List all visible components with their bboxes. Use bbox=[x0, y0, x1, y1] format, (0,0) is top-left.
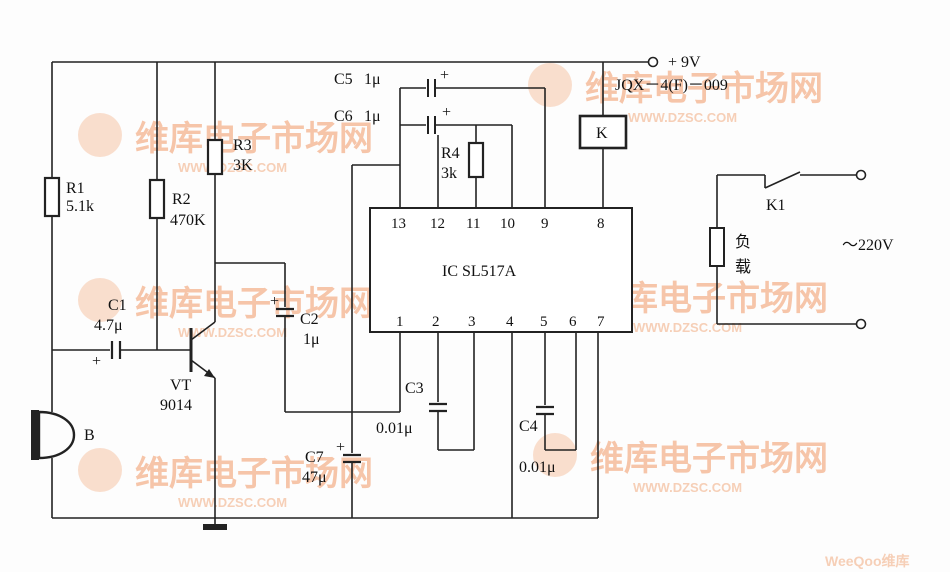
watermark-logo-icon bbox=[78, 448, 122, 492]
mic-label: B bbox=[84, 427, 95, 444]
watermark-cn-6: 维库电子市场网 bbox=[590, 439, 828, 479]
ic-pin-7: 7 bbox=[597, 314, 605, 330]
r3-name: R3 bbox=[233, 137, 252, 154]
c3-value: 0.01μ bbox=[376, 420, 413, 437]
c2-value: 1μ bbox=[303, 331, 320, 348]
ic-pin-13: 13 bbox=[391, 216, 406, 232]
vt-value: 9014 bbox=[160, 397, 192, 414]
c1-name: C1 bbox=[108, 297, 127, 314]
ground-icon bbox=[203, 524, 227, 530]
c4-value: 0.01μ bbox=[519, 459, 556, 476]
ic-label: IC SL517A bbox=[442, 263, 517, 280]
ic-pin-12: 12 bbox=[430, 216, 445, 232]
r4-resistor-icon bbox=[467, 141, 485, 179]
r1-name: R1 bbox=[66, 180, 85, 197]
c2-name: C2 bbox=[300, 311, 319, 328]
ic-pin-4: 4 bbox=[506, 314, 514, 330]
watermark-cn-2: 维库电子市场网 bbox=[585, 69, 823, 109]
c6-name: C6 bbox=[334, 108, 353, 125]
ic-body bbox=[369, 207, 633, 333]
r3-value: 3K bbox=[233, 157, 253, 174]
switch-label: K1 bbox=[766, 197, 786, 214]
watermark-cn-1: 维库电子市场网 bbox=[135, 119, 373, 159]
watermark-logo-icon bbox=[533, 433, 577, 477]
ic-pin-11: 11 bbox=[466, 216, 480, 232]
c7-value: 47μ bbox=[302, 469, 327, 486]
c5-value: 1μ bbox=[364, 71, 381, 88]
r4-value: 3k bbox=[441, 165, 457, 182]
mains-terminal-bottom-icon bbox=[855, 318, 867, 330]
supply-label: + 9V bbox=[668, 54, 701, 71]
load-label-1: 负 bbox=[735, 233, 751, 251]
mains-label: ～220V bbox=[842, 237, 894, 254]
microphone-icon bbox=[31, 410, 76, 460]
r2-value: 470K bbox=[170, 212, 206, 229]
watermark-cn-3: 维库电子市场网 bbox=[135, 284, 373, 324]
watermark-logo-icon bbox=[528, 63, 572, 107]
watermark-url-2: WWW.DZSC.COM bbox=[628, 110, 737, 125]
ic-pin-3: 3 bbox=[468, 314, 476, 330]
r1-value: 5.1k bbox=[66, 198, 94, 215]
watermark-url-6: WWW.DZSC.COM bbox=[633, 480, 742, 495]
relay-model: JQX－4(F)－009 bbox=[615, 77, 728, 94]
watermark-logo-icon bbox=[78, 113, 122, 157]
watermark-url-4: WWW.DZSC.COM bbox=[633, 320, 742, 335]
vt-name: VT bbox=[170, 377, 192, 394]
c6-polarity: + bbox=[442, 104, 451, 121]
ic-pin-5: 5 bbox=[540, 314, 548, 330]
load-icon bbox=[709, 227, 725, 267]
c3-name: C3 bbox=[405, 380, 424, 397]
ic-pin-9: 9 bbox=[541, 216, 549, 232]
c2-polarity: + bbox=[270, 293, 279, 310]
r4-name: R4 bbox=[441, 145, 460, 162]
watermark-url-5: WWW.DZSC.COM bbox=[178, 495, 287, 510]
r2-name: R2 bbox=[172, 191, 191, 208]
watermark-url-1: WWW.DZSC.COM bbox=[178, 160, 287, 175]
ic-pin-1: 1 bbox=[396, 314, 404, 330]
switch-k1-icon bbox=[764, 171, 801, 189]
mains-terminal-top-icon bbox=[855, 169, 867, 181]
ic-pin-2: 2 bbox=[432, 314, 440, 330]
c4-name: C4 bbox=[519, 418, 538, 435]
watermark-group: 维库电子市场网 WWW.DZSC.COM 维库电子市场网 WWW.DZSC.CO… bbox=[78, 63, 910, 569]
c5-name: C5 bbox=[334, 71, 353, 88]
c7-name: C7 bbox=[305, 449, 324, 466]
c6-value: 1μ bbox=[364, 108, 381, 125]
supply-terminal-icon bbox=[647, 56, 659, 68]
watermark-cn-5: 维库电子市场网 bbox=[135, 454, 373, 494]
relay-label: K bbox=[596, 125, 608, 142]
r1-resistor-icon bbox=[43, 176, 61, 218]
load-label-2: 载 bbox=[735, 258, 751, 276]
c7-polarity: + bbox=[336, 439, 345, 456]
ic-pin-8: 8 bbox=[597, 216, 605, 232]
r2-resistor-icon bbox=[148, 178, 166, 220]
ic-pin-6: 6 bbox=[569, 314, 577, 330]
transistor-icon bbox=[189, 321, 216, 379]
r3-resistor-icon bbox=[206, 138, 224, 176]
watermark-logo-icon bbox=[78, 278, 122, 322]
watermark-corner: WeeQoo维库 bbox=[825, 553, 910, 569]
c5-polarity: + bbox=[440, 67, 449, 84]
c1-polarity: + bbox=[92, 353, 101, 370]
c1-value: 4.7μ bbox=[94, 317, 123, 334]
ic-pin-10: 10 bbox=[500, 216, 515, 232]
